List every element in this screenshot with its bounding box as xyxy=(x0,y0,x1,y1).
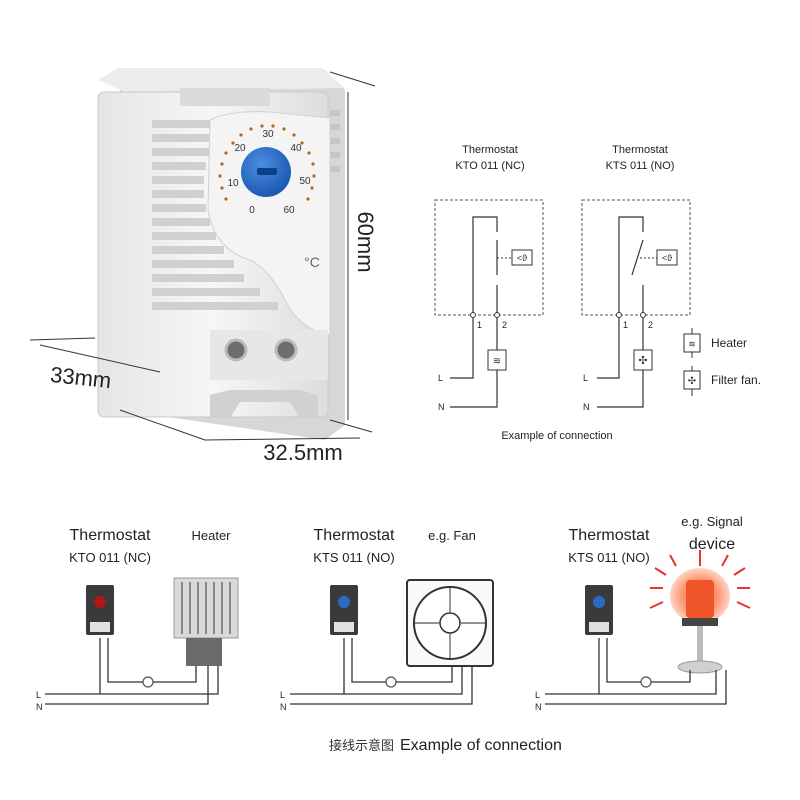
example-3-connector xyxy=(640,676,652,688)
dial-label-40: 40 xyxy=(290,143,302,154)
example-1-l-label: L xyxy=(36,690,41,700)
celsius-unit: °C xyxy=(304,254,320,270)
schematic-no: Thermostat KTS 011 (NO) <ϑ 1 2 ✣ L N xyxy=(581,144,691,412)
example-3-model: KTS 011 (NO) xyxy=(568,550,649,565)
dial-scale-labels: 20 30 40 10 50 0 60 xyxy=(227,129,311,216)
example-3-blue-knob xyxy=(593,596,605,608)
thermostat-device: 20 30 40 10 50 0 60 °C xyxy=(97,68,345,440)
example-3-terminals xyxy=(589,622,609,632)
example-2-connector xyxy=(385,676,397,688)
signal-lamp xyxy=(686,580,714,618)
example-1-n-label: N xyxy=(36,702,43,712)
schematic-nc-sensor xyxy=(511,249,533,266)
example-3-device-line1: e.g. Signal xyxy=(681,514,743,529)
example-2-n-label: N xyxy=(280,702,287,712)
legend-heater-icon xyxy=(683,333,701,353)
example-3-l-label: L xyxy=(535,690,540,700)
fan-struts xyxy=(415,588,485,658)
schematic-nc: Thermostat KTO 011 (NC) <ϑ 1 2 ≋ L N xyxy=(434,144,544,412)
schematic-nc-neutral-label: N xyxy=(438,402,445,412)
example-2-l-label: L xyxy=(280,690,285,700)
example-1-device: Heater xyxy=(191,528,231,543)
dial-label-10: 10 xyxy=(227,178,239,189)
vent-grille-left xyxy=(152,120,278,310)
schematic-no-terminal-1: 1 xyxy=(623,320,628,330)
din-rail-clip xyxy=(210,390,318,418)
schematic-nc-line-label: L xyxy=(438,373,443,383)
dial-label-50: 50 xyxy=(299,176,311,187)
example-1-red-knob xyxy=(94,596,106,608)
example-3-n-label: N xyxy=(535,702,542,712)
example-2-blue-knob xyxy=(338,596,350,608)
schematic-nc-terminal-1: 1 xyxy=(477,320,482,330)
example-3-device-line2: device xyxy=(689,536,735,553)
schematic-nc-model: KTO 011 (NC) xyxy=(455,160,524,172)
vent-grille-side xyxy=(330,110,340,172)
dial-label-60: 60 xyxy=(283,205,295,216)
dial-label-0: 0 xyxy=(249,205,255,216)
fan-hub xyxy=(439,612,461,634)
svg-text:✣: ✣ xyxy=(688,376,696,387)
schematic-nc-terminal-2: 2 xyxy=(502,320,507,330)
schematic-no-terminal-2: 2 xyxy=(648,320,653,330)
schematic-no-sensor xyxy=(656,249,678,266)
terminal-hole-1 xyxy=(224,338,248,362)
footer-caption: 接线示意图 Example of connection xyxy=(329,737,562,754)
terminal-hole-2 xyxy=(274,338,298,362)
dial-panel xyxy=(207,111,331,336)
device-top-notch xyxy=(180,88,270,106)
example-1-model: KTO 011 (NC) xyxy=(69,550,151,565)
schematic-caption: Example of connection xyxy=(501,430,612,442)
svg-text:✣: ✣ xyxy=(638,355,647,367)
svg-text:<ϑ: <ϑ xyxy=(662,253,672,263)
schematic-nc-title: Thermostat xyxy=(462,144,518,156)
svg-text:<ϑ: <ϑ xyxy=(517,253,527,263)
legend-fan-label: Filter fan. xyxy=(711,373,761,387)
dial-label-30: 30 xyxy=(262,129,274,140)
schematic-no-neutral-label: N xyxy=(583,402,590,412)
signal-foot xyxy=(677,660,723,674)
example-2-terminals xyxy=(334,622,354,632)
signal-pole xyxy=(697,626,703,666)
legend-fan-icon xyxy=(683,370,701,390)
example-1-connector xyxy=(142,676,154,688)
schematic-no-housing xyxy=(581,199,691,316)
signal-lamp-base xyxy=(682,618,718,626)
schematic-nc-housing xyxy=(434,199,544,316)
example-1-terminals xyxy=(90,622,110,632)
schematic-legend: ≋ Heater ✣ Filter fan. xyxy=(683,328,761,396)
dial-ring-dots xyxy=(218,124,316,201)
dimension-depth: 33mm xyxy=(49,362,112,393)
heater-terminal-block xyxy=(186,638,222,666)
example-1-title: Thermostat xyxy=(70,527,151,544)
signal-light-rays xyxy=(649,550,751,609)
example-3-title: Thermostat xyxy=(569,527,650,544)
device-top xyxy=(98,68,345,92)
svg-text:≋: ≋ xyxy=(688,339,696,349)
knob-slot xyxy=(257,168,277,175)
example-2-model: KTS 011 (NO) xyxy=(313,550,394,565)
example-2-title: Thermostat xyxy=(314,527,395,544)
footer-english: Example of connection xyxy=(400,737,562,754)
example-heater: Thermostat KTO 011 (NC) Heater L N xyxy=(36,527,239,712)
schematic-no-title: Thermostat xyxy=(612,144,668,156)
schematic-no-model: KTS 011 (NO) xyxy=(606,160,675,172)
dimension-width: 32.5mm xyxy=(263,440,342,465)
dimension-lines xyxy=(29,71,376,441)
example-fan: Thermostat KTS 011 (NO) e.g. Fan L N xyxy=(280,527,494,712)
dimension-height: 60mm xyxy=(353,211,378,272)
svg-text:≋: ≋ xyxy=(493,356,501,367)
schematic-no-line-label: L xyxy=(583,373,588,383)
example-2-device: e.g. Fan xyxy=(428,528,476,543)
footer-chinese: 接线示意图 xyxy=(329,738,394,753)
heater-fins xyxy=(181,582,231,634)
example-signal: Thermostat KTS 011 (NO) e.g. Signal devi… xyxy=(535,514,751,712)
legend-heater-label: Heater xyxy=(711,336,747,350)
schematic-no-contact xyxy=(631,239,644,276)
dial-label-20: 20 xyxy=(234,143,246,154)
